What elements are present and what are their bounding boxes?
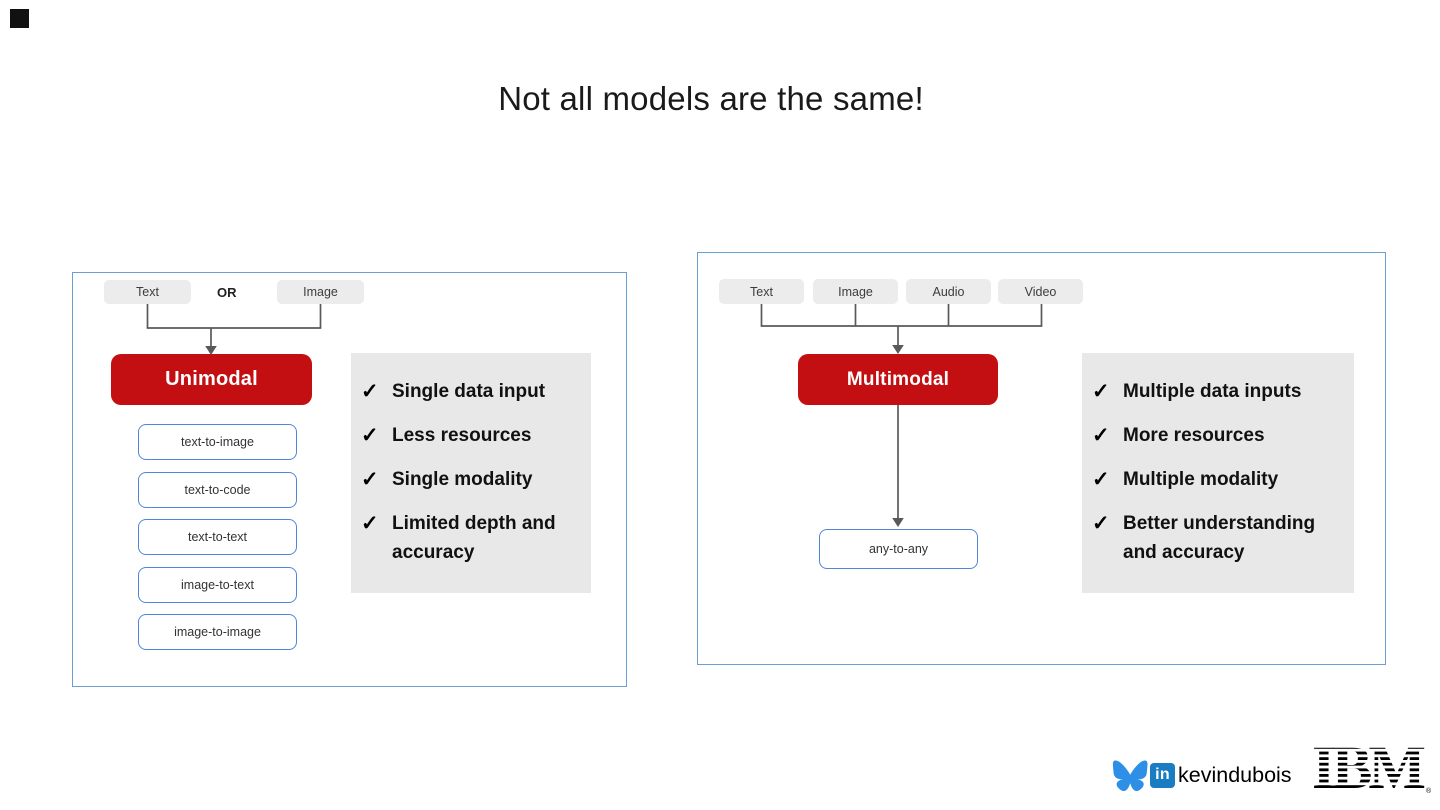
any-to-any-chip: any-to-any	[819, 529, 978, 569]
check-icon: ✓	[1092, 468, 1110, 491]
page-title: Not all models are the same!	[498, 80, 924, 117]
linkedin-icon: in	[1150, 762, 1175, 788]
feature-text: Less resources	[392, 425, 532, 446]
check-icon: ✓	[361, 468, 379, 491]
check-icon: ✓	[1092, 424, 1110, 447]
feature-item: ✓ Multiple data inputs	[1092, 377, 1346, 406]
footer-social: in kevindubois	[1112, 757, 1292, 793]
registered-mark: ®	[1426, 787, 1432, 794]
check-icon: ✓	[1092, 380, 1110, 403]
feature-item: ✓ Less resources	[361, 421, 583, 450]
model-type-chip: text-to-text	[138, 519, 297, 555]
unimodal-or-label: OR	[217, 285, 237, 300]
multimodal-feature-panel: ✓ Multiple data inputs ✓ More resources …	[1082, 353, 1354, 593]
unimodal-input-image: Image	[277, 280, 364, 304]
multimodal-node: Multimodal	[798, 354, 998, 405]
multimodal-input-video: Video	[998, 279, 1083, 304]
svg-text:IBM: IBM	[1314, 746, 1424, 794]
check-icon: ✓	[361, 512, 379, 535]
corner-marker	[10, 9, 29, 28]
feature-item: ✓ Better understanding and accuracy	[1092, 509, 1346, 567]
feature-text: Multiple modality	[1123, 469, 1279, 490]
feature-item: ✓ Multiple modality	[1092, 465, 1346, 494]
model-type-chip: text-to-code	[138, 472, 297, 508]
unimodal-feature-panel: ✓ Single data input ✓ Less resources ✓ S…	[351, 353, 591, 593]
feature-text: Single data input	[392, 381, 546, 402]
ibm-logo: IBM ®	[1314, 746, 1432, 794]
multimodal-input-image: Image	[813, 279, 898, 304]
unimodal-node: Unimodal	[111, 354, 312, 405]
multimodal-panel: Text Image Audio Video Multimodal any-to…	[697, 252, 1386, 665]
feature-item: ✓ More resources	[1092, 421, 1346, 450]
multimodal-input-audio: Audio	[906, 279, 991, 304]
multimodal-input-text: Text	[719, 279, 804, 304]
unimodal-panel: Text OR Image Unimodal text-to-image tex…	[72, 272, 627, 687]
check-icon: ✓	[361, 380, 379, 403]
feature-text: Multiple data inputs	[1123, 381, 1302, 402]
feature-item: ✓ Single modality	[361, 465, 583, 494]
unimodal-input-text: Text	[104, 280, 191, 304]
feature-text: Limited depth and accuracy	[392, 513, 556, 563]
feature-text: Single modality	[392, 469, 533, 490]
bluesky-icon	[1112, 760, 1148, 791]
feature-text: Better understanding and accuracy	[1123, 513, 1316, 563]
social-handle: kevindubois	[1178, 762, 1292, 787]
feature-item: ✓ Single data input	[361, 377, 583, 406]
feature-text: More resources	[1123, 425, 1265, 446]
model-type-chip: text-to-image	[138, 424, 297, 460]
model-type-chip: image-to-text	[138, 567, 297, 603]
feature-item: ✓ Limited depth and accuracy	[361, 509, 583, 567]
model-type-chip: image-to-image	[138, 614, 297, 650]
check-icon: ✓	[1092, 512, 1110, 535]
check-icon: ✓	[361, 424, 379, 447]
